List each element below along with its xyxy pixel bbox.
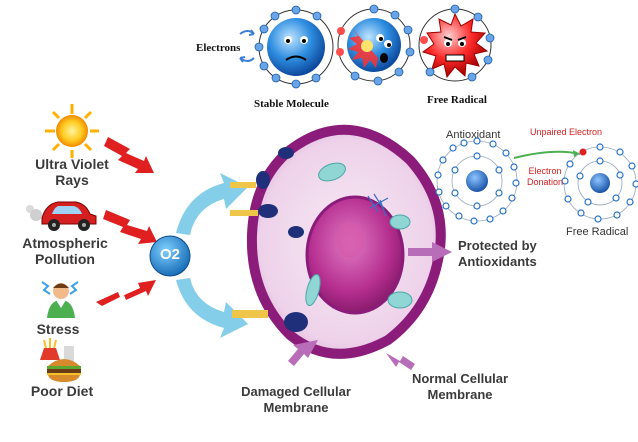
damaged-membrane-label: Damaged Cellular Membrane	[226, 384, 366, 416]
pollution-line2: Pollution	[35, 251, 95, 267]
uv-rays-line2: Rays	[55, 172, 89, 188]
antioxidant-inset	[434, 137, 638, 225]
unpaired-electron-label: Unpaired Electron	[530, 127, 603, 137]
purple-arrows	[288, 242, 452, 370]
damaged-line2: Membrane	[263, 400, 329, 415]
electron-cycle-icon	[239, 29, 255, 63]
protected-line2: Antioxidants	[458, 254, 537, 269]
normal-line1: Normal Cellular	[411, 371, 509, 386]
stress-label: Stress	[36, 321, 80, 337]
antioxidant-atom-icon	[434, 137, 520, 225]
protected-line1: Protected by	[458, 238, 537, 253]
blue-flow-arrows	[176, 173, 248, 338]
car-icon	[26, 201, 97, 231]
free-radical-icon	[418, 4, 495, 82]
pollution-line1: Atmospheric	[22, 235, 108, 251]
free-radical-top-label: Free Radical	[427, 94, 487, 106]
free-radical-inset-label: Free Radical	[566, 226, 629, 238]
uv-rays-line1: Ultra Violet	[35, 156, 109, 172]
oxygen-label: O2	[159, 246, 180, 263]
stable-molecule-icon	[254, 5, 334, 89]
protected-label: Protected by Antioxidants	[458, 238, 537, 270]
oxygen-molecule-icon	[149, 235, 191, 277]
electrons-label: Electrons	[196, 42, 241, 54]
uv-rays-label: Ultra Violet Rays	[26, 156, 118, 188]
normal-line2: Membrane	[427, 387, 493, 402]
sun-icon	[45, 104, 99, 158]
top-molecules	[239, 4, 495, 89]
donation-line2: Donation	[526, 177, 564, 187]
normal-membrane-label: Normal Cellular Membrane	[400, 371, 520, 403]
donation-line1: Electron	[528, 166, 562, 176]
cell	[230, 124, 446, 359]
red-lightning-arrows	[96, 137, 157, 306]
pollution-label: Atmospheric Pollution	[10, 235, 120, 267]
free-radical-atom-icon	[561, 143, 638, 223]
damaged-line1: Damaged Cellular	[241, 384, 351, 399]
stable-molecule-label: Stable Molecule	[254, 98, 329, 110]
electron-donation-label: Electron Donation	[520, 166, 570, 188]
fast-food-icon	[40, 338, 81, 382]
poor-diet-label: Poor Diet	[30, 383, 94, 399]
antioxidant-label: Antioxidant	[446, 129, 501, 141]
stressed-person-icon	[41, 281, 79, 318]
attacking-radical-icon	[336, 4, 415, 86]
